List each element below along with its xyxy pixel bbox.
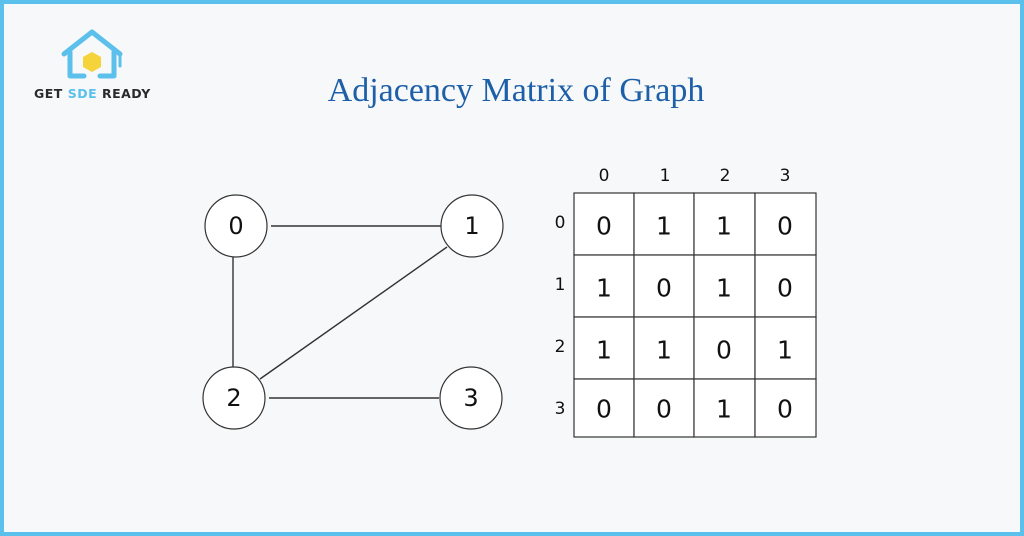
brand-word-get: GET [34, 86, 63, 101]
matrix-cell: 1 [656, 336, 672, 365]
matrix-cell: 1 [716, 274, 732, 303]
matrix-row-header: 2 [555, 337, 566, 357]
matrix-cell: 0 [596, 395, 612, 424]
brand-word-sde: SDE [67, 86, 98, 101]
matrix-cell: 0 [777, 212, 793, 241]
matrix-cell: 1 [596, 274, 612, 303]
brand-logo[interactable]: GET SDE READY [34, 26, 174, 106]
brand-word-ready: READY [101, 86, 151, 101]
matrix-row-header: 0 [555, 213, 566, 233]
matrix-cell: 1 [716, 212, 732, 241]
graph-node-3: 3 [439, 366, 503, 430]
node-label: 2 [226, 384, 241, 412]
graph-and-matrix-diagram: 0 1 2 3 0 1 2 3 0 1 2 3 [202, 166, 817, 438]
matrix-col-header: 3 [780, 166, 791, 186]
matrix-cell: 1 [596, 336, 612, 365]
matrix-cell: 0 [656, 274, 672, 303]
node-label: 0 [228, 212, 243, 240]
matrix-cell: 1 [777, 336, 793, 365]
page-title: Adjacency Matrix of Graph [327, 72, 705, 109]
matrix-row-header: 3 [555, 399, 566, 419]
matrix-cell: 0 [596, 212, 612, 241]
matrix-col-header: 0 [599, 166, 610, 186]
matrix-col-header: 1 [660, 166, 671, 186]
matrix-cell: 0 [716, 336, 732, 365]
matrix-col-header: 2 [720, 166, 731, 186]
graph-node-0: 0 [204, 194, 268, 258]
matrix-cell: 0 [777, 395, 793, 424]
graph-node-2: 2 [202, 366, 266, 430]
brand-wordmark: GET SDE READY [34, 86, 151, 101]
matrix-cell: 1 [716, 395, 732, 424]
matrix-cell: 0 [777, 274, 793, 303]
matrix-row-header: 1 [555, 275, 566, 295]
graph-node-1: 1 [440, 194, 504, 258]
adjacency-matrix: 0 1 1 0 1 0 1 0 1 1 0 1 0 0 1 0 [573, 192, 817, 438]
graduation-house-icon [61, 29, 123, 79]
matrix-cell: 1 [656, 212, 672, 241]
node-label: 1 [464, 212, 479, 240]
edge-1-2 [259, 246, 448, 380]
matrix-cell: 0 [656, 395, 672, 424]
node-label: 3 [463, 384, 478, 412]
